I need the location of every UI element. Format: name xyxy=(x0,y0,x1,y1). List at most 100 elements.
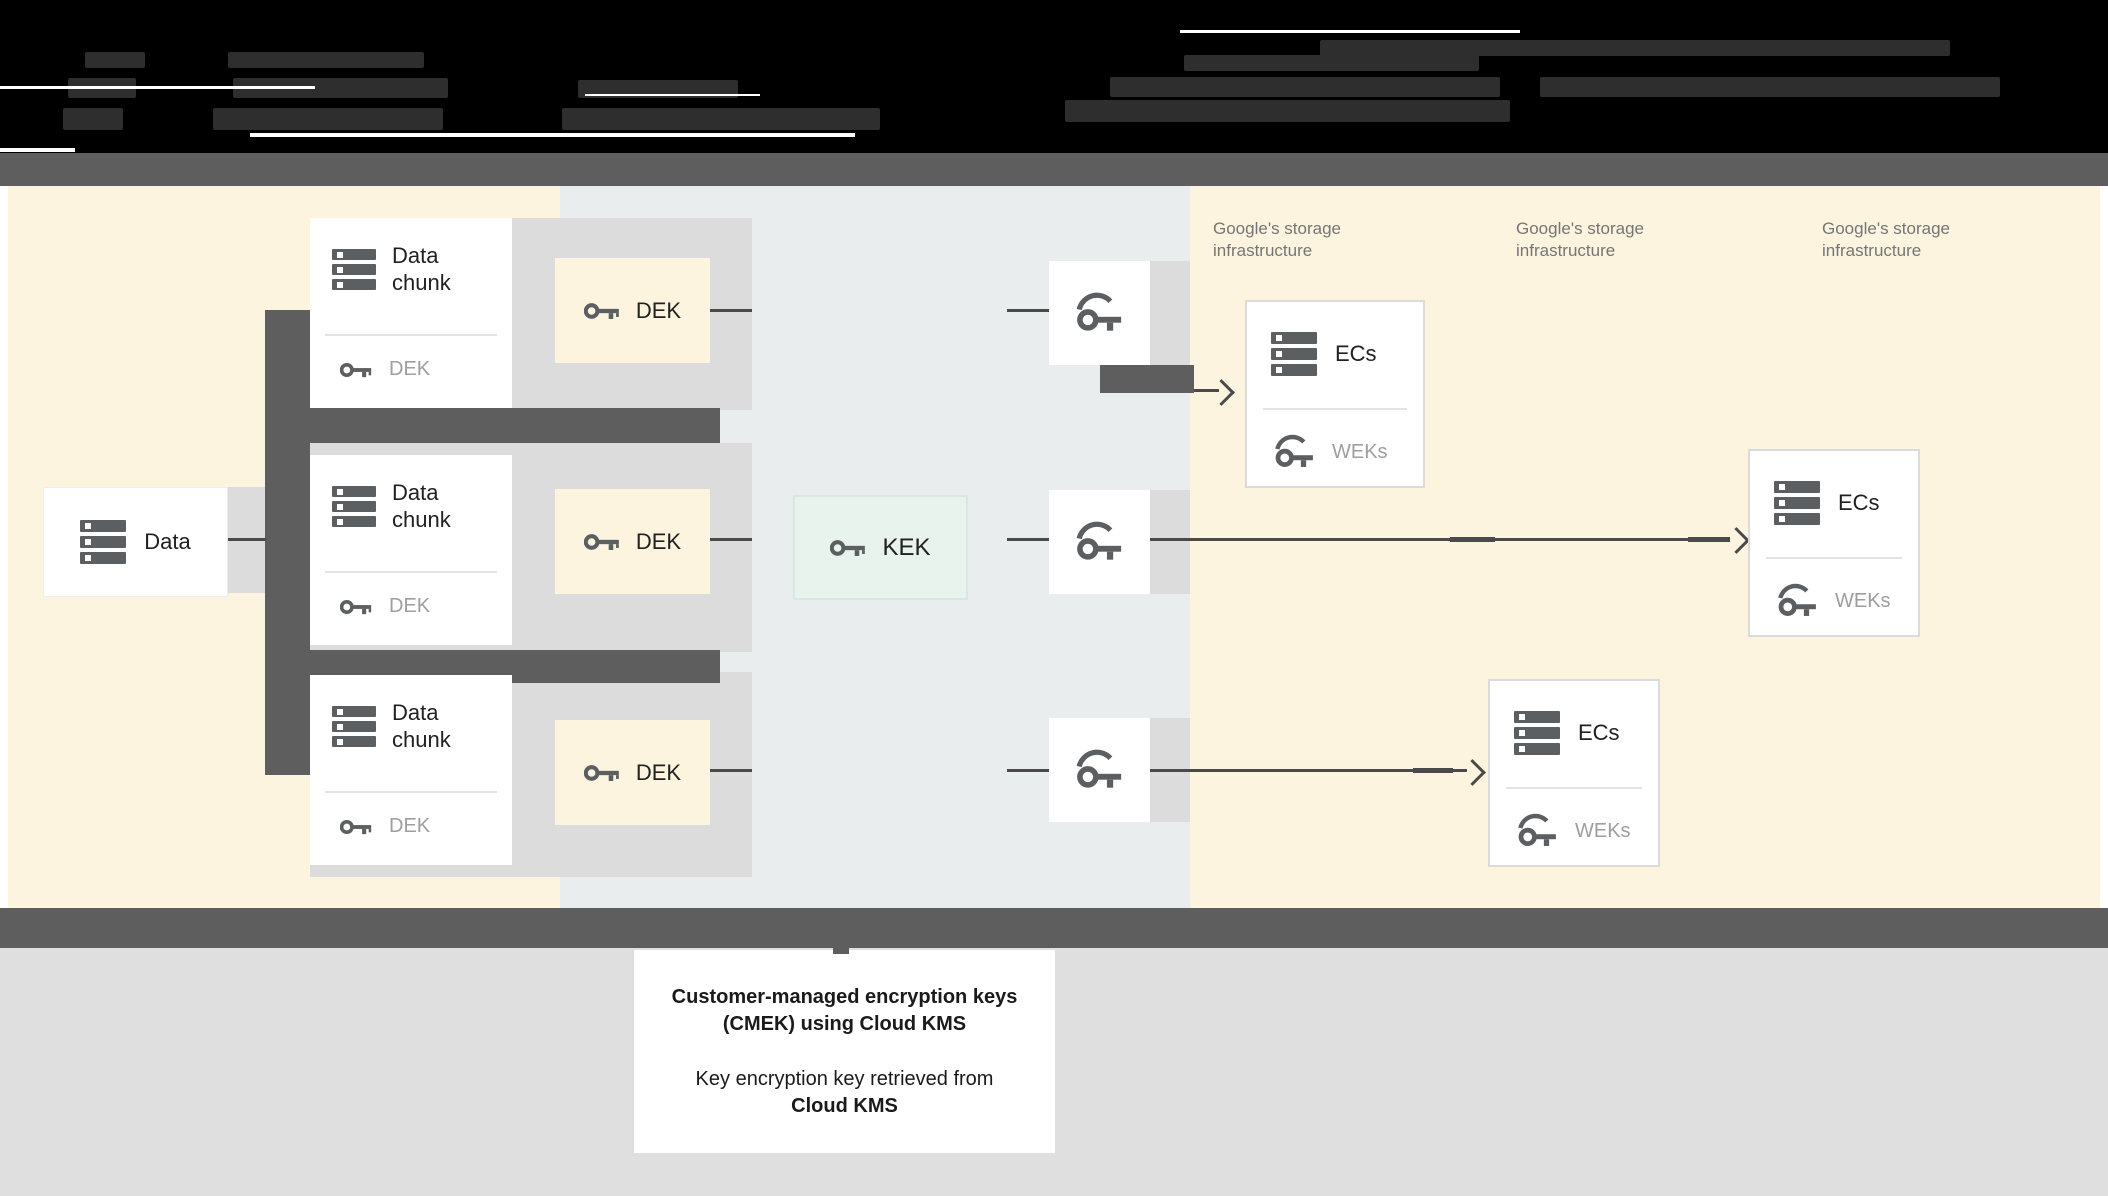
arrow-line-row1 xyxy=(1194,389,1219,392)
redacted-text-bar xyxy=(228,52,424,68)
chunk-dek-label: DEK xyxy=(389,358,431,380)
storage-icon xyxy=(1514,711,1560,755)
redacted-underline xyxy=(250,133,855,137)
dek-box: DEK xyxy=(555,489,710,594)
key-band xyxy=(1150,490,1190,594)
wrapped-key-icon xyxy=(1275,434,1313,467)
caption-body-bold: Cloud KMS xyxy=(791,1094,898,1117)
arrow-thick-segment xyxy=(1688,537,1730,542)
storage-icon xyxy=(332,705,376,747)
redacted-text-bar xyxy=(1065,100,1510,122)
redacted-text-bar xyxy=(63,108,123,130)
wrap-in-line xyxy=(1007,309,1049,312)
redacted-text-bar xyxy=(1320,40,1950,56)
storage-icon xyxy=(1271,332,1317,376)
chunk-dek-label: DEK xyxy=(389,595,431,617)
ecs-box: ECs WEKs xyxy=(1748,449,1920,637)
wrapped-key-icon xyxy=(1518,813,1556,846)
key-band xyxy=(1150,261,1190,365)
dek-out-line xyxy=(710,538,752,541)
wrapped-key-box xyxy=(1049,490,1150,594)
storage-icon xyxy=(80,520,127,564)
storage-infra-label: Google's storage infrastructure xyxy=(1822,219,1950,260)
storage-infra-label: Google's storage infrastructure xyxy=(1213,219,1341,260)
arrow-line-row2 xyxy=(1150,538,1730,541)
wrapped-key-box xyxy=(1049,718,1150,822)
ecs-title: ECs xyxy=(1838,490,1880,515)
data-box-label: Data xyxy=(144,529,191,554)
storage-icon xyxy=(332,485,376,527)
wrapped-key-icon xyxy=(1778,583,1816,616)
ecs-title: ECs xyxy=(1578,720,1620,745)
arrow-thick-segment xyxy=(1450,537,1495,542)
kek-box: KEK xyxy=(793,495,968,600)
key-icon xyxy=(340,599,372,614)
redacted-underline xyxy=(0,86,315,89)
arrow-line-row3 xyxy=(1147,769,1467,772)
divider xyxy=(325,334,497,336)
redacted-underline xyxy=(0,148,75,152)
data-chunk-title: Data chunk xyxy=(392,243,451,295)
caption-body-regular: Key encryption key retrieved from xyxy=(695,1067,994,1090)
dek-box: DEK xyxy=(555,258,710,363)
weks-label: WEKs xyxy=(1835,589,1891,612)
divider xyxy=(325,791,497,793)
weks-label: WEKs xyxy=(1575,819,1631,842)
key-icon xyxy=(583,533,619,550)
redacted-text-bar xyxy=(578,80,738,98)
data-chunk-box: Data chunk DEK xyxy=(310,218,512,408)
chunk-dek-label: DEK xyxy=(389,815,431,837)
storage-infra-label: Google's storage infrastructure xyxy=(1516,219,1644,260)
redacted-underline xyxy=(1180,30,1520,33)
wrapped-key-icon xyxy=(1076,292,1121,331)
data-chunk-box: Data chunk DEK xyxy=(310,455,512,645)
dek-out-line xyxy=(710,309,752,312)
divider xyxy=(1263,408,1407,410)
row-divider-pipe xyxy=(265,408,720,443)
divider xyxy=(1766,557,1902,559)
ecs-box: ECs WEKs xyxy=(1245,300,1425,488)
redacted-text-bar xyxy=(85,52,145,68)
caption-pointer-tick xyxy=(833,948,849,954)
key-icon xyxy=(340,362,372,377)
storage-icon xyxy=(332,248,376,290)
key-icon xyxy=(340,819,372,834)
data-box: Data xyxy=(43,487,228,597)
ecs-box: ECs WEKs xyxy=(1488,679,1660,867)
dek-out-line xyxy=(710,769,752,772)
data-to-chunks-line xyxy=(226,538,266,541)
bottom-divider-bar xyxy=(0,908,2108,948)
caption-body: Key encryption key retrieved from Cloud … xyxy=(665,1066,1025,1120)
redacted-text-bar xyxy=(213,108,443,130)
top-divider-bar xyxy=(0,153,2108,186)
wrapped-key-box xyxy=(1049,261,1150,365)
chunk-split-pipe xyxy=(265,310,310,775)
wrapped-key-icon xyxy=(1076,521,1121,560)
caption-title: Customer-managed encryption keys (CMEK) … xyxy=(671,985,1018,1035)
redacted-underline xyxy=(585,94,760,96)
key-icon xyxy=(583,764,619,781)
dek-label: DEK xyxy=(635,528,682,554)
storage-icon xyxy=(1774,481,1820,525)
wrapped-key-pipe xyxy=(1100,365,1194,393)
divider xyxy=(1506,787,1642,789)
ecs-title: ECs xyxy=(1335,341,1377,366)
redacted-text-bar xyxy=(1110,77,1500,97)
redacted-text-bar xyxy=(1540,77,2000,97)
wrap-in-line xyxy=(1007,538,1049,541)
dek-label: DEK xyxy=(635,297,682,323)
data-chunk-title: Data chunk xyxy=(392,480,451,532)
redacted-text-bar xyxy=(1184,55,1479,71)
data-chunk-box: Data chunk DEK xyxy=(310,675,512,865)
key-icon xyxy=(830,539,866,556)
kek-label: KEK xyxy=(882,533,931,561)
data-chunk-title: Data chunk xyxy=(392,700,451,752)
wrapped-key-icon xyxy=(1076,749,1121,788)
redacted-header xyxy=(0,0,2108,153)
redacted-text-bar xyxy=(233,78,448,98)
arrow-thick-segment xyxy=(1413,768,1453,773)
wrap-in-line xyxy=(1007,769,1049,772)
key-icon xyxy=(583,302,619,319)
divider xyxy=(325,571,497,573)
